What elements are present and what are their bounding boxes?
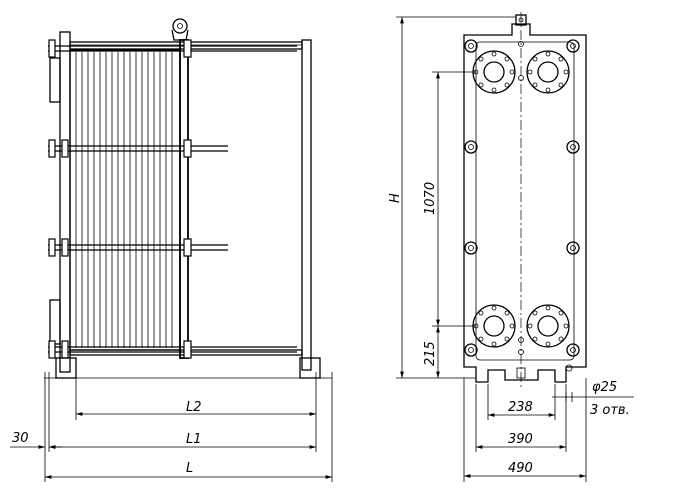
frame-plate-outline — [463, 23, 587, 383]
tie-bolt — [48, 39, 297, 58]
dim-h-label: H — [388, 193, 403, 203]
pressure-plate-roller — [172, 18, 188, 34]
port-flange — [526, 304, 570, 348]
tie-bolt — [48, 238, 228, 257]
tie-bolt — [48, 139, 228, 158]
bolt-hole — [566, 39, 580, 53]
support-column — [301, 39, 312, 371]
dim-l-label: L — [186, 461, 193, 476]
plate-outline — [475, 41, 575, 361]
bolt-hole — [464, 39, 478, 53]
front-view: H 1070 215 238 390 490 φ25 3 отв. — [388, 12, 634, 482]
fixed-frame-plate — [59, 31, 71, 373]
left-foot — [55, 357, 77, 379]
plate-pack — [69, 49, 181, 351]
hole-diameter-label: φ25 — [592, 380, 617, 395]
bolt-hole — [464, 241, 478, 255]
dim-1070-label: 1070 — [423, 182, 438, 215]
bolt-hole — [464, 140, 478, 154]
bolt-hole — [566, 343, 580, 357]
dim-offset-label: 30 — [12, 431, 29, 446]
right-foot — [299, 357, 321, 379]
dim-l2-label: L2 — [186, 400, 202, 415]
dim-238-label: 238 — [508, 400, 533, 415]
bolt-hole — [566, 140, 580, 154]
bolt-hole — [566, 241, 580, 255]
port-flange — [472, 50, 516, 94]
dim-l1-label: L1 — [186, 432, 202, 447]
hole-count-label: 3 отв. — [590, 403, 630, 418]
dim-490-label: 490 — [508, 461, 533, 476]
side-view: L2 L1 L 30 — [10, 18, 333, 482]
dim-215-label: 215 — [423, 341, 438, 366]
tie-bolt — [48, 340, 297, 359]
port-flange — [526, 50, 570, 94]
nozzle-bottom — [49, 299, 61, 345]
nozzle-top — [49, 57, 61, 103]
bolt-hole — [464, 343, 478, 357]
pressure-plate — [179, 39, 189, 359]
dim-390-label: 390 — [508, 432, 533, 447]
plate-lines — [75, 52, 173, 348]
port-flange — [472, 304, 516, 348]
